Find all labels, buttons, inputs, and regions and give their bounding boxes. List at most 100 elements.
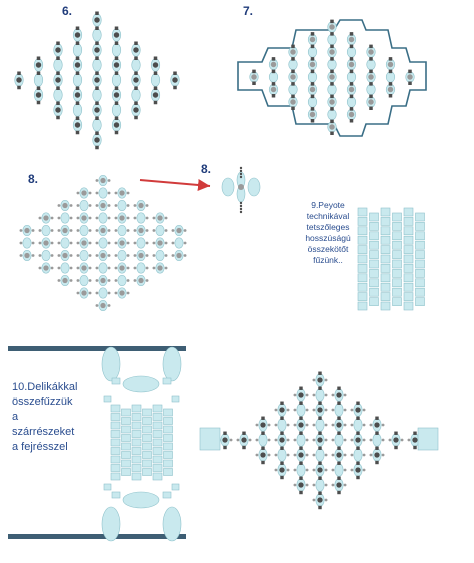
round-bead (317, 467, 323, 473)
light-bead-rect (415, 240, 425, 250)
round-bead (69, 216, 73, 220)
light-bead-rect (357, 207, 368, 217)
round-bead (107, 216, 111, 220)
dark-bead (134, 86, 138, 91)
round-bead (324, 438, 328, 442)
light-bead (92, 88, 102, 102)
light-bead (122, 375, 160, 393)
round-bead (286, 453, 290, 457)
round-bead (81, 215, 87, 221)
light-bead (72, 73, 83, 87)
light-bead-rect (403, 207, 414, 217)
light-bead (117, 224, 127, 237)
dark-bead (114, 41, 119, 46)
round-bead (368, 99, 374, 105)
round-bead (238, 184, 244, 190)
round-bead (255, 438, 259, 442)
round-bead (126, 216, 130, 220)
light-bead (288, 83, 298, 96)
round-bead (100, 177, 106, 184)
light-bead (72, 43, 83, 57)
round-bead (19, 254, 23, 257)
light-bead (247, 177, 261, 197)
dark-bead (271, 93, 276, 98)
light-bead (346, 96, 357, 108)
peyote-strip (357, 207, 425, 311)
round-bead (317, 407, 323, 413)
round-bead (329, 74, 335, 80)
dark-bead (318, 476, 322, 480)
round-bead (74, 92, 81, 98)
step-9-line-3: tetszőleges (306, 222, 350, 232)
light-bead (79, 249, 89, 262)
light-bead-rect (131, 421, 142, 430)
light-bead-rect (403, 264, 414, 273)
round-bead (274, 453, 278, 457)
round-bead (279, 437, 285, 443)
round-bead (126, 241, 130, 245)
round-bead (114, 229, 118, 232)
round-bead (76, 254, 80, 257)
round-bead (324, 453, 328, 457)
round-bead (274, 423, 278, 427)
light-bead (60, 262, 70, 274)
light-bead-rect (199, 427, 221, 451)
round-bead (145, 229, 149, 232)
dark-bead (413, 431, 417, 435)
light-bead-rect (142, 417, 152, 425)
light-bead (79, 199, 89, 212)
round-bead (369, 453, 373, 457)
light-bead (101, 506, 121, 542)
dark-bead (413, 445, 417, 450)
light-bead-rect (142, 425, 152, 434)
round-bead (279, 407, 285, 413)
round-bead (50, 266, 54, 270)
round-bead (126, 279, 130, 282)
round-bead (348, 111, 355, 118)
light-bead (327, 33, 337, 46)
dark-bead (291, 44, 295, 49)
top-bar (8, 346, 186, 351)
round-bead (145, 241, 149, 245)
round-bead (55, 77, 61, 83)
round-bead (400, 438, 404, 442)
round-bead (62, 227, 68, 234)
light-bead (72, 103, 83, 117)
light-bead-rect (357, 282, 368, 292)
round-bead (114, 241, 118, 245)
light-bead-rect (380, 292, 391, 301)
round-bead (312, 423, 316, 427)
round-bead (16, 77, 22, 83)
light-bead-rect (163, 451, 173, 459)
dark-bead (394, 445, 398, 450)
round-bead (95, 216, 99, 220)
round-bead (286, 468, 290, 472)
light-bead (79, 224, 89, 237)
step-10-line-3: a (12, 411, 19, 423)
dark-bead (408, 81, 412, 86)
round-bead (50, 216, 54, 220)
dark-bead (388, 57, 393, 61)
dark-bead (56, 56, 60, 61)
round-bead (107, 241, 111, 245)
round-bead (38, 241, 42, 245)
round-bead (305, 483, 309, 487)
round-bead (100, 277, 106, 284)
round-bead (293, 438, 297, 442)
light-bead (111, 103, 122, 117)
round-bead (239, 201, 243, 205)
dark-bead (75, 71, 80, 76)
light-bead-rect (392, 240, 402, 250)
round-bead (31, 241, 35, 245)
light-bead-rect (403, 254, 414, 264)
light-bead (315, 418, 325, 432)
round-bead (69, 279, 73, 282)
round-bead (107, 229, 111, 232)
round-bead (343, 423, 347, 427)
round-bead (152, 92, 159, 98)
round-bead (387, 86, 394, 93)
step-6-label: 6. (62, 4, 73, 18)
light-bead-rect (357, 292, 368, 301)
round-bead (171, 241, 175, 245)
round-bead (76, 204, 80, 207)
